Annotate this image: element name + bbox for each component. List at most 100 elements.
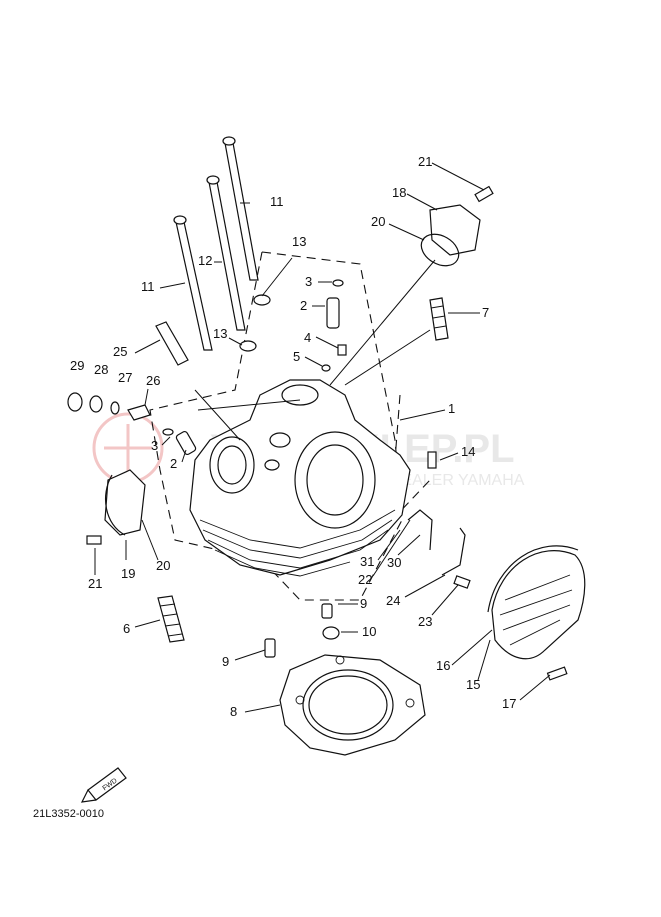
leader-11-left xyxy=(159,282,186,289)
fin-1 xyxy=(199,509,396,549)
bolt-17 xyxy=(546,666,568,681)
label-11-left: 11 xyxy=(141,279,155,294)
intake-port-inner xyxy=(217,445,247,485)
part-4 xyxy=(337,344,347,356)
circlip-3-upper xyxy=(332,279,344,287)
label-13-upper: 13 xyxy=(292,234,306,249)
leader-8 xyxy=(244,704,281,713)
label-19: 19 xyxy=(121,566,135,581)
head-gasket-bore-inner xyxy=(308,675,388,735)
label-20-upper: 20 xyxy=(371,214,385,229)
leader-22 xyxy=(372,519,411,577)
fin-2 xyxy=(202,519,393,559)
label-7: 7 xyxy=(482,305,489,320)
leader-24 xyxy=(404,574,446,598)
label-6: 6 xyxy=(123,621,130,636)
leader-25 xyxy=(134,339,161,354)
dowel-pin-9-upper xyxy=(321,603,333,619)
bolt-21-upper xyxy=(474,185,494,203)
leader-13-upper xyxy=(261,257,293,297)
bolt-21-lower xyxy=(86,535,102,545)
label-9-upper: 9 xyxy=(360,596,367,611)
fin-4 xyxy=(214,549,351,577)
exhaust-side-inner xyxy=(306,444,364,516)
pipe-22 xyxy=(407,509,433,551)
head-gasket-bore xyxy=(302,669,394,741)
leader-lines xyxy=(94,162,551,713)
leader-5 xyxy=(304,356,323,367)
o-ring-10 xyxy=(322,626,340,640)
label-23: 23 xyxy=(418,614,432,629)
valve-guide-2-upper xyxy=(326,297,340,329)
spring-7-coils xyxy=(430,305,447,329)
fin-3 xyxy=(207,529,389,569)
label-16: 16 xyxy=(436,658,450,673)
label-5: 5 xyxy=(293,349,300,364)
label-3-upper: 3 xyxy=(305,274,312,289)
label-28: 28 xyxy=(94,362,108,377)
label-29: 29 xyxy=(70,358,84,373)
leader-18 xyxy=(406,193,438,211)
label-17: 17 xyxy=(502,696,516,711)
stud-bolt-11-left-head xyxy=(173,215,187,225)
exhaust-side-opening xyxy=(294,431,376,529)
leader-21-upper xyxy=(431,162,485,191)
spring-7 xyxy=(429,297,449,341)
leader-guides xyxy=(194,259,436,441)
spark-plug-25 xyxy=(155,321,189,366)
label-11-right: 11 xyxy=(270,194,284,209)
part-26 xyxy=(127,404,151,421)
washer-13-upper xyxy=(253,294,271,306)
fwd-arrow-icon xyxy=(87,767,127,801)
label-22: 22 xyxy=(358,572,372,587)
label-8: 8 xyxy=(230,704,237,719)
bracket-24 xyxy=(441,527,466,576)
label-14: 14 xyxy=(461,444,475,459)
label-21-lower: 21 xyxy=(88,576,102,591)
diagram-code: 21L3352-0010 xyxy=(33,808,104,820)
part-5 xyxy=(321,364,331,372)
label-21-upper: 21 xyxy=(418,154,432,169)
bolt-23 xyxy=(453,575,471,589)
stud-hole xyxy=(264,459,280,471)
assembly-outline-side xyxy=(391,394,431,521)
label-24: 24 xyxy=(386,593,400,608)
bolt-14 xyxy=(427,451,437,469)
leader-13-lower xyxy=(228,337,243,346)
label-4: 4 xyxy=(304,330,311,345)
cam-boss-2 xyxy=(269,432,291,448)
part-28 xyxy=(89,395,103,413)
part-labels: 21 18 20 11 12 11 13 13 3 2 4 5 7 1 14 2… xyxy=(70,154,516,719)
label-12: 12 xyxy=(198,253,212,268)
leader-26 xyxy=(144,388,149,406)
label-1: 1 xyxy=(448,401,455,416)
leader-16 xyxy=(451,629,493,666)
stud-bolt-12-head xyxy=(206,175,220,185)
leader-2-lower xyxy=(181,449,187,463)
leader-4 xyxy=(315,336,339,349)
watermark-logo-mark xyxy=(104,424,152,472)
leader-3-lower xyxy=(161,436,171,446)
washer-13-lower xyxy=(239,340,257,352)
leader-14 xyxy=(439,452,459,461)
valve-guide-2-lower xyxy=(175,430,197,456)
gasket-hole-1 xyxy=(295,695,305,705)
assembly-outlines xyxy=(149,251,431,601)
dowel-pin-9-lower xyxy=(264,638,276,658)
gasket-16 xyxy=(487,545,579,613)
leader-31 xyxy=(377,529,401,561)
cover-19 xyxy=(104,469,146,536)
leader-23 xyxy=(431,584,459,616)
stud-bolt-11-left xyxy=(175,221,213,351)
label-2-lower: 2 xyxy=(170,456,177,471)
leader-6 xyxy=(134,619,161,628)
circlip-3-lower xyxy=(162,428,174,436)
intake-port xyxy=(209,436,255,494)
label-10: 10 xyxy=(362,624,376,639)
cam-boss-1 xyxy=(281,384,319,406)
label-15: 15 xyxy=(466,677,480,692)
label-13-lower: 13 xyxy=(213,326,227,341)
gasket-20-lower xyxy=(104,474,126,536)
